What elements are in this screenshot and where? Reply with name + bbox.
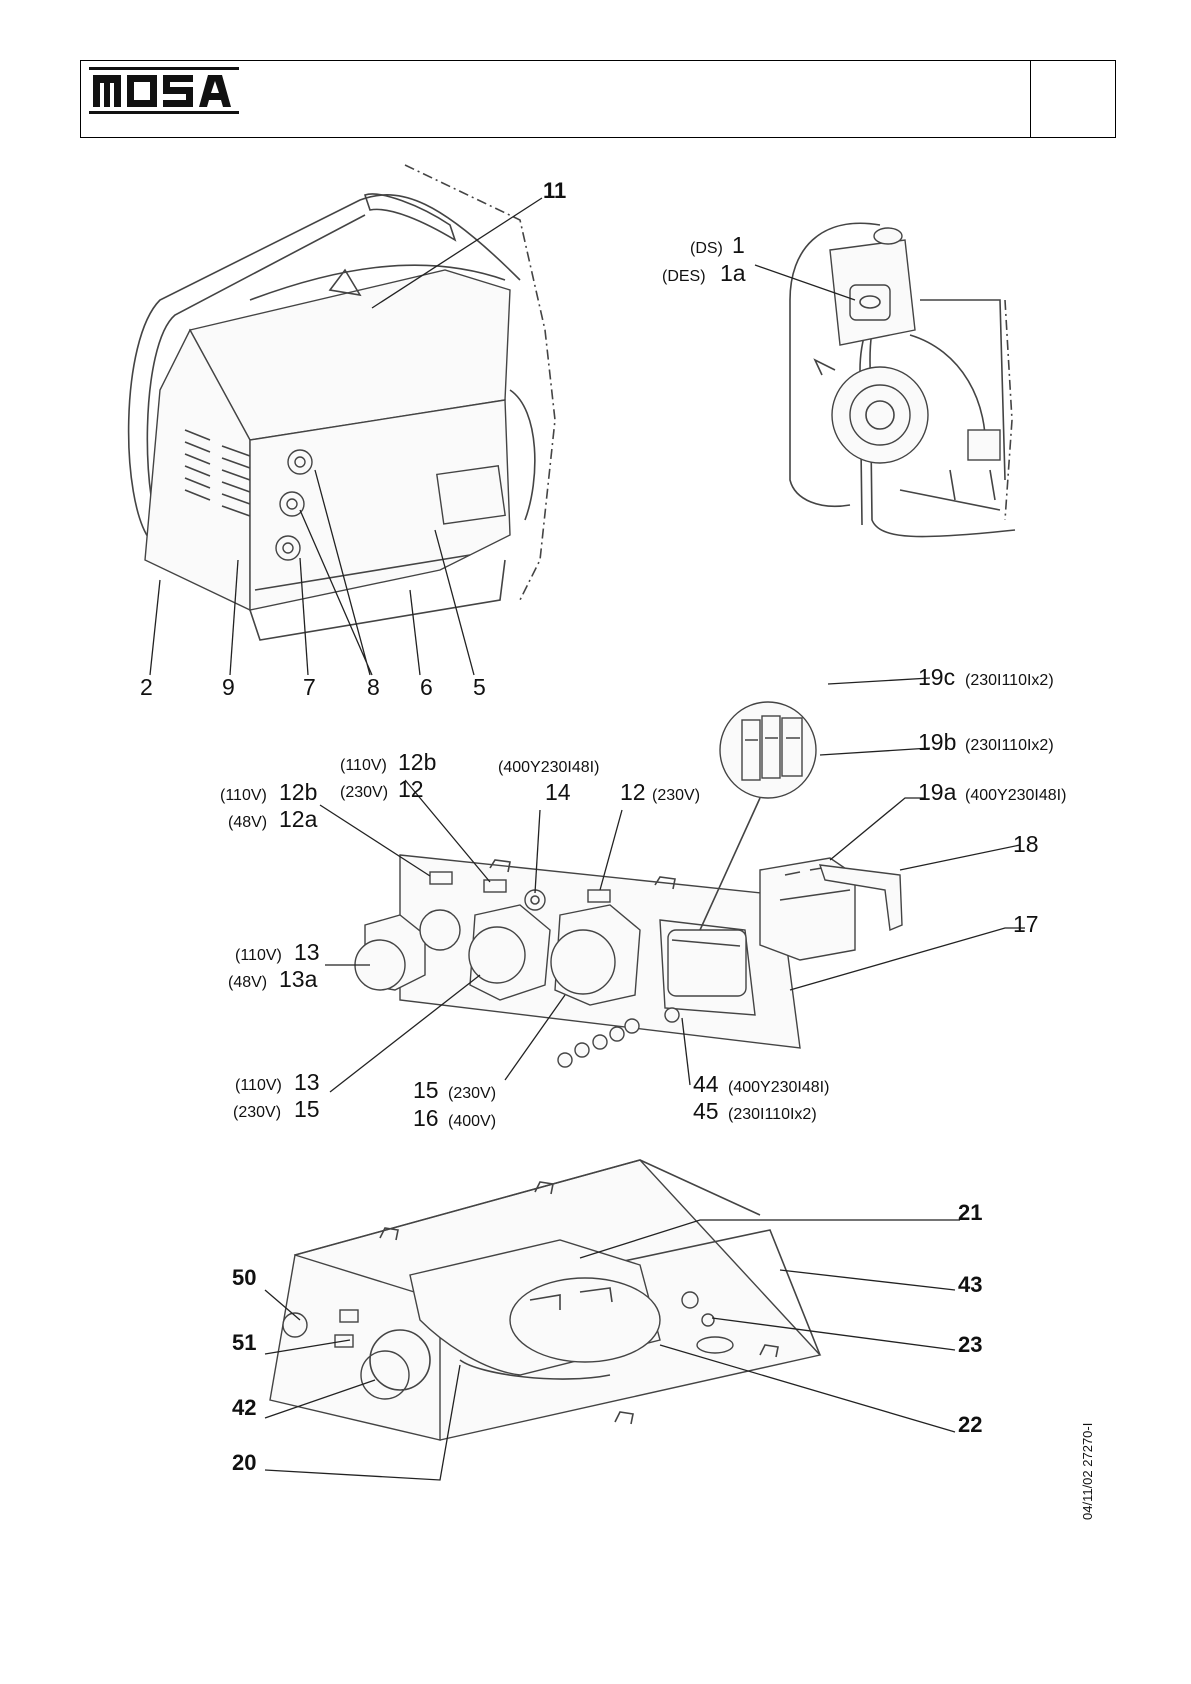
mosa-logo [89, 67, 239, 114]
callout-15: 15 [294, 1096, 320, 1122]
callout-51: 51 [232, 1330, 256, 1355]
callout-12b-top: 12b [398, 749, 436, 775]
label-110v-12b-top: (110V) [340, 757, 387, 774]
label-ds: (DS) [690, 240, 723, 257]
callout-9: 9 [222, 674, 235, 700]
callout-20: 20 [232, 1450, 256, 1475]
generator-front-illustration [127, 164, 556, 641]
callout-1a: 1a [720, 260, 746, 286]
callout-44: 44 [693, 1071, 719, 1097]
panel-cover-17 [667, 929, 747, 997]
panel-lamp-12-230v [587, 889, 611, 903]
callout-15-right: 15 [413, 1077, 439, 1103]
label-110v-13-lower: (110V) [235, 1077, 282, 1094]
breaker-19a [759, 857, 856, 961]
callout-12: 12 [398, 776, 424, 802]
capacitor-22 [509, 1277, 661, 1363]
label-230v-12: (230V) [340, 784, 388, 801]
callout-22: 22 [958, 1412, 982, 1437]
panel-lamp-12 [483, 879, 507, 893]
label-110v-12b: (110V) [220, 787, 267, 804]
engine-inspection-cover [849, 284, 891, 321]
callout-13-lower: 13 [294, 1069, 320, 1095]
control-panel-illustration [354, 701, 903, 1068]
front-label-plate [436, 464, 506, 525]
label-45-voltage: (230I110Ix2) [728, 1106, 817, 1123]
callout-19b: 19b [918, 729, 956, 755]
callout-11: 11 [543, 178, 566, 203]
label-44-voltage: (400Y230I48I) [728, 1079, 829, 1096]
panel-fasteners [557, 1007, 680, 1068]
label-230v-15-right: (230V) [448, 1085, 496, 1102]
callout-43: 43 [958, 1272, 982, 1297]
callout-17: 17 [1013, 911, 1039, 937]
panel-lamp-12b [429, 871, 453, 885]
bracket-18 [818, 864, 903, 932]
label-110v-13: (110V) [235, 947, 282, 964]
callout-12a: 12a [279, 806, 318, 832]
label-19a-voltage: (400Y230I48I) [965, 787, 1066, 804]
socket-15-16 [550, 929, 616, 995]
callout-labels: 11 2 9 7 8 6 5 (DS) 1 (DES) 1a (110V) 12… [140, 178, 1066, 1475]
engine-filter [967, 429, 1001, 461]
switch-50 [282, 1312, 308, 1338]
callout-7: 7 [303, 674, 316, 700]
callout-16: 16 [413, 1105, 439, 1131]
label-19c-voltage: (230I110Ix2) [965, 672, 1054, 689]
callout-1: 1 [732, 232, 745, 258]
leader-lines [149, 197, 1025, 1481]
callout-19a: 19a [918, 779, 957, 805]
callout-2: 2 [140, 674, 153, 700]
label-230v-15: (230V) [233, 1104, 281, 1121]
callout-14: 14 [545, 779, 571, 805]
label-48v-12a: (48V) [228, 814, 267, 831]
label-400v-14: (400Y230I48I) [498, 759, 599, 776]
callout-6: 6 [420, 674, 433, 700]
callout-45: 45 [693, 1098, 719, 1124]
terminal-23 [681, 1291, 699, 1309]
callout-21: 21 [958, 1200, 982, 1225]
lower-housing-illustration [269, 1159, 822, 1441]
callout-23: 23 [958, 1332, 982, 1357]
label-230v-12-right: (230V) [652, 787, 700, 804]
knob-42 [360, 1350, 410, 1400]
label-400v-16: (400V) [448, 1113, 496, 1130]
callout-8: 8 [367, 674, 380, 700]
document-reference: 04/11/02 27270-I [1080, 1422, 1095, 1520]
header-page-cell [1030, 61, 1115, 137]
vent-slots-left [184, 429, 251, 517]
engine-illustration [789, 222, 1016, 538]
callout-13: 13 [294, 939, 320, 965]
callout-13a: 13a [279, 966, 318, 992]
callout-19c: 19c [918, 664, 955, 690]
callout-5: 5 [473, 674, 486, 700]
socket-13-230v [468, 926, 526, 984]
label-19b-voltage: (230I110Ix2) [965, 737, 1054, 754]
callout-50: 50 [232, 1265, 256, 1290]
callout-18: 18 [1013, 831, 1039, 857]
label-48v-13a: (48V) [228, 974, 267, 991]
callout-42: 42 [232, 1395, 256, 1420]
callout-12-right: 12 [620, 779, 646, 805]
page-header [80, 60, 1116, 138]
callout-12b: 12b [279, 779, 317, 805]
label-des: (DES) [662, 268, 706, 285]
